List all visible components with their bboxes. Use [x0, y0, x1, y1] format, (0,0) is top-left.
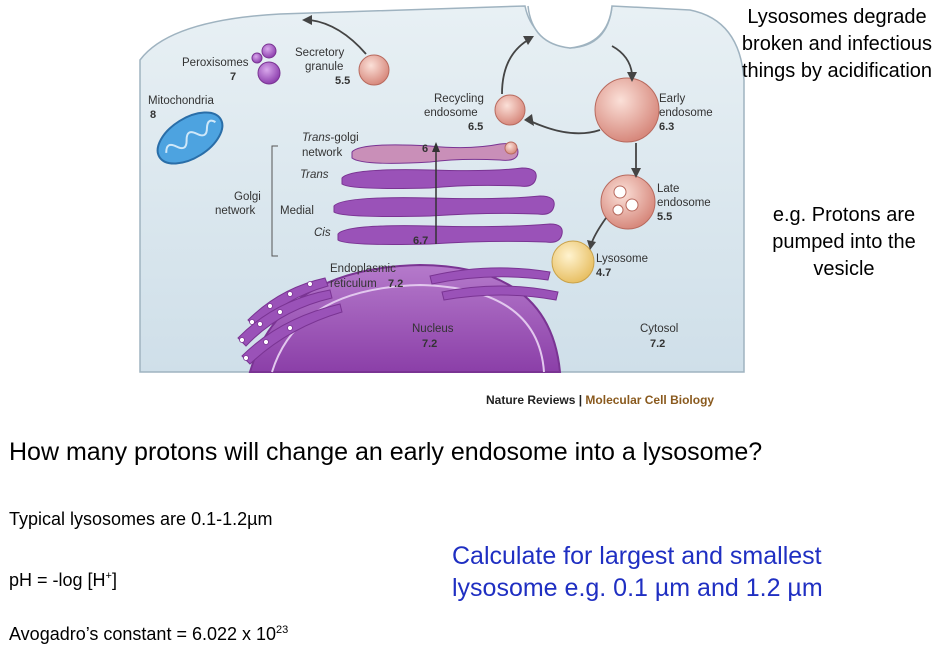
arrowhead: [302, 15, 312, 25]
endocytic-vesicle: [527, 5, 613, 49]
typical-lysosome-size: Typical lysosomes are 0.1-1.2µm: [9, 509, 273, 529]
arrowhead: [524, 114, 534, 126]
label-lysosome: Lysosome: [596, 253, 648, 265]
arrow-recycling-to-membrane: [501, 39, 529, 95]
arrowhead: [627, 72, 637, 82]
label-medial: Medial: [280, 205, 314, 217]
ph-formula: pH = -log [H+]: [9, 570, 117, 590]
label-er-1: Endoplasmic: [330, 263, 396, 275]
late-endosome-vesicle: [613, 185, 627, 199]
label-golgi-1: Golgi: [234, 191, 261, 203]
label-recycling-1: Recycling: [434, 93, 484, 105]
label-peroxisomes: Peroxisomes: [182, 57, 249, 69]
label-golgi-2: network: [215, 205, 256, 217]
early-endosome: [594, 77, 660, 143]
label-secretory-2: granule: [305, 61, 343, 73]
peroxisome-small: [251, 52, 263, 64]
label-recycling-2: endosome: [424, 107, 478, 119]
label-nucleus: Nucleus: [412, 323, 454, 335]
label-cytosol: Cytosol: [640, 323, 678, 335]
lysosome: [551, 240, 595, 284]
arrow-vesicle-to-early: [611, 45, 633, 75]
label-early-2: endosome: [659, 107, 713, 119]
figure-credit: Nature Reviews | Molecular Cell Biology: [486, 393, 714, 407]
side-text-lysosome-function: Lysosomes degrade broken and infectious …: [741, 6, 933, 82]
value-mitochondria: 8: [150, 109, 156, 121]
secretory-granule: [358, 54, 390, 86]
value-golgi-bottom: 6.7: [413, 235, 428, 247]
arrowhead: [523, 36, 534, 45]
value-secretory: 5.5: [335, 75, 350, 87]
mitochondria: [156, 111, 224, 165]
calculate-instruction: Calculate for largest and smallest lysos…: [452, 542, 823, 602]
value-early: 6.3: [659, 121, 674, 133]
value-nucleus: 7.2: [422, 338, 437, 350]
arrowhead: [631, 168, 641, 178]
peroxisome-medium: [261, 43, 277, 59]
label-trans-golgi: Trans-golgi: [302, 132, 359, 144]
golgi-ph-arrowhead: [432, 142, 440, 152]
avogadro-constant: Avogadro’s constant = 6.022 x 1023: [9, 624, 289, 644]
value-golgi-top: 6: [422, 143, 428, 155]
ribosomes: [239, 281, 313, 361]
golgi-trans: [341, 167, 537, 189]
golgi-medial: [333, 195, 555, 217]
late-endosome-vesicle: [625, 198, 639, 212]
golgi-cis: [337, 223, 563, 245]
label-secretory-1: Secretory: [295, 47, 344, 59]
arrow-early-to-recycling: [527, 119, 601, 135]
endoplasmic-reticulum: [237, 267, 559, 365]
recycling-endosome: [494, 94, 526, 126]
label-trans: Trans: [300, 169, 329, 181]
peroxisome-large: [257, 61, 281, 85]
label-early-1: Early: [659, 93, 685, 105]
value-cytosol: 7.2: [650, 338, 665, 350]
label-mitochondria: Mitochondria: [148, 95, 214, 107]
question-text: How many protons will change an early en…: [9, 438, 763, 466]
trans-golgi-network: [351, 143, 519, 164]
cell-organelle-ph-diagram: Peroxisomes 7 Secretory granule 5.5 Mito…: [139, 5, 745, 407]
label-late-1: Late: [657, 183, 679, 195]
label-late-2: endosome: [657, 197, 711, 209]
label-er-2: reticulum: [330, 278, 377, 290]
side-text-proton-pumping: e.g. Protons are pumped into the vesicle: [772, 204, 916, 280]
label-trans-golgi-2: network: [302, 147, 343, 159]
arrow-late-to-lysosome: [591, 217, 607, 243]
late-endosome-vesicle: [612, 204, 624, 216]
arrow-to-plasma-membrane: [309, 19, 367, 55]
arrowhead: [587, 240, 596, 250]
value-late: 5.5: [657, 211, 672, 223]
value-lysosome: 4.7: [596, 267, 611, 279]
golgi-vesicle: [504, 141, 518, 155]
golgi-bracket: [271, 145, 278, 257]
golgi-cisternae: [333, 143, 563, 245]
label-cis: Cis: [314, 227, 331, 239]
value-recycling: 6.5: [468, 121, 483, 133]
value-peroxisomes: 7: [230, 71, 236, 83]
value-er: 7.2: [388, 278, 403, 290]
